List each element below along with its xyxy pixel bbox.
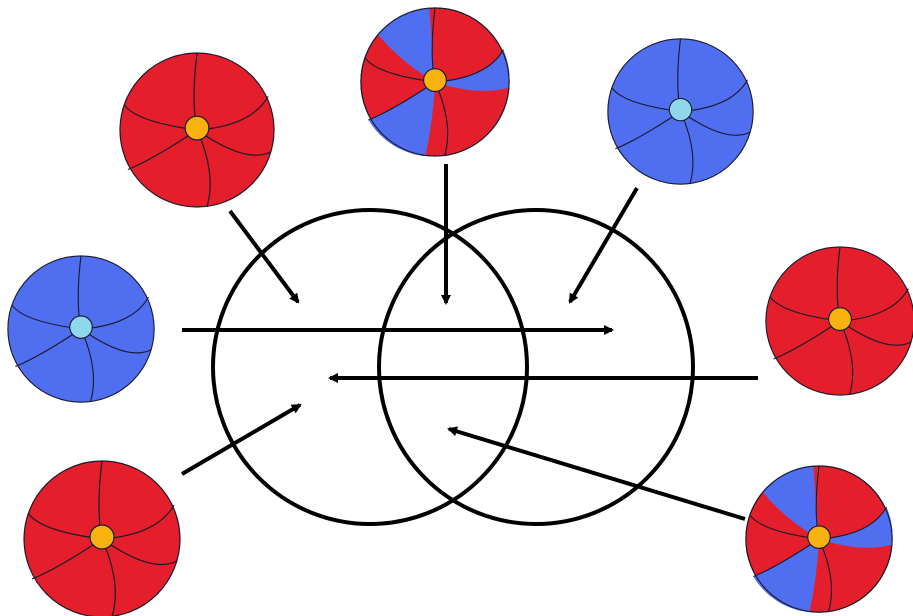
- ball-red-bottom-left: [24, 461, 180, 616]
- ball-blue-top-right: [608, 39, 753, 184]
- arrow-striped-bottom-right-to-intersection: [449, 429, 745, 519]
- arrow-blue-top-right-to-right-region: [570, 188, 637, 302]
- arrow-red-bottom-left-to-left-region: [182, 405, 300, 474]
- ball-red-right: [766, 247, 913, 395]
- ball-striped-top: [361, 8, 510, 156]
- ball-blue-left: [8, 256, 154, 402]
- venn-right-circle: [379, 210, 693, 524]
- venn-left-circle: [213, 210, 527, 524]
- ball-red-top-left: [120, 53, 274, 207]
- ball-striped-bottom-right: [746, 466, 893, 612]
- arrow-red-top-left-to-left-region: [230, 211, 298, 302]
